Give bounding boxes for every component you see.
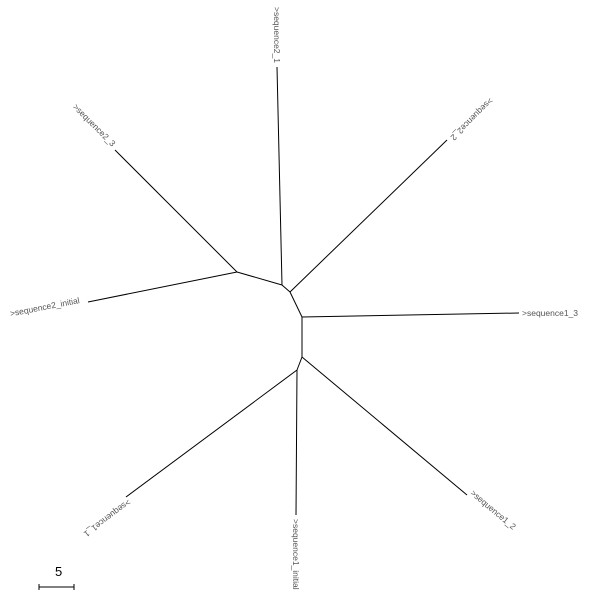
- leaf-label-sequence1_initial: >sequence1_initial: [291, 519, 301, 590]
- leaf-label-sequence1_2: >sequence1_2: [469, 488, 519, 532]
- leaf-label-sequence1_1: >sequence1_1: [82, 497, 133, 539]
- leaf-label-sequence2_initial: >sequence2_initial: [9, 295, 80, 318]
- internal-branch: [281, 284, 291, 293]
- branch-sequence2_initial: [87, 271, 238, 303]
- internal-branch: [296, 356, 303, 371]
- branch-sequence2_1: [276, 66, 283, 286]
- branch-sequence2_3: [114, 149, 238, 273]
- leaf-label-sequence2_2: >sequence2_2: [448, 96, 495, 143]
- internal-branches: [236, 271, 303, 371]
- leaf-label-sequence1_3: >sequence1_3: [522, 308, 578, 318]
- leaf-label-sequence2_3: >sequence2_3: [71, 102, 118, 149]
- branch-sequence1_initial: [295, 369, 298, 516]
- internal-branch: [236, 271, 283, 286]
- leaf-label-sequence2_1: >sequence2_1: [272, 7, 282, 63]
- branch-sequence2_2: [289, 139, 448, 293]
- terminal-branches: [87, 66, 520, 516]
- internal-branch: [289, 291, 303, 318]
- branch-sequence1_2: [301, 356, 468, 496]
- scale-bar-label: 5: [55, 564, 62, 579]
- leaf-labels: >sequence2_1 >sequence2_2 >sequence1_3 >…: [9, 7, 578, 590]
- branch-sequence1_1: [125, 369, 298, 498]
- scale-bar: 5: [38, 564, 75, 590]
- branch-sequence1_3: [301, 312, 520, 318]
